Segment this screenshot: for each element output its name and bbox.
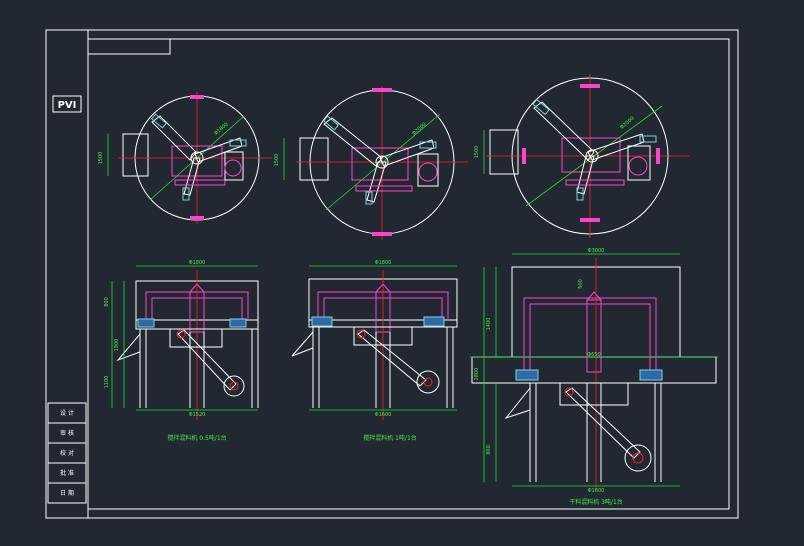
- title-block: 设 计 审 核 校 对 批 准 日 期: [47, 402, 87, 504]
- elev-3-height-label: 2800: [474, 368, 480, 381]
- elev-3-inner-label: Φ650: [587, 352, 600, 358]
- elev-3-bottom-width: Φ1600: [588, 488, 605, 494]
- elev-2-bottom-width: Φ1600: [375, 412, 392, 418]
- plan-2-side-label: 1500: [274, 154, 280, 167]
- elevation-view-1: Φ1800 Φ1520 1900 800 1100 搅拌混料机 0.5吨/1台: [104, 260, 259, 442]
- company-logo: PVI: [52, 95, 82, 113]
- title-block-row-2: 审 核: [60, 429, 74, 437]
- elev-3-upper-label: 1400: [486, 318, 492, 331]
- outer-frame: [45, 29, 739, 519]
- elev-1-lower-label: 1100: [104, 376, 110, 389]
- title-block-row-3: 校 对: [60, 449, 74, 457]
- plan-view-1: 1500 Φ1800: [98, 92, 272, 224]
- elevation-view-2: Φ1800 Φ1600 搅拌混料机 1吨/1台: [291, 260, 458, 442]
- elev-1-top-width: Φ1800: [189, 260, 206, 266]
- elev-2-top-width: Φ1800: [375, 260, 392, 266]
- elevation-view-3: Φ3000 Φ1600 2800 1400 800 500 Φ650 干料混料机…: [470, 248, 718, 506]
- plan-view-2: 1500 Φ2000: [274, 86, 468, 240]
- plan-2-diameter-label: Φ2000: [411, 122, 428, 137]
- elev-3-shaft-label: 500: [578, 279, 584, 289]
- plan-1-side-label: 1500: [98, 152, 104, 165]
- plan-3-side-label: 1500: [474, 146, 480, 159]
- elev-2-caption: 搅拌混料机 1吨/1台: [363, 434, 417, 442]
- elev-3-top-width: Φ3000: [588, 248, 605, 254]
- title-block-row-1: 设 计: [60, 409, 74, 417]
- title-block-row-4: 批 准: [60, 469, 74, 477]
- plan-1-diameter-label: Φ1800: [213, 122, 230, 137]
- plan-3-diameter-label: Φ2000: [619, 116, 636, 131]
- top-title-tab: [87, 38, 171, 55]
- elev-1-caption: 搅拌混料机 0.5吨/1台: [167, 434, 226, 442]
- elev-3-caption: 干料混料机 3吨/1台: [569, 498, 623, 506]
- elev-1-height-label: 1900: [114, 339, 120, 352]
- title-block-row-5: 日 期: [60, 489, 74, 497]
- logo-text: PVI: [58, 100, 77, 111]
- elev-1-upper-label: 800: [104, 297, 110, 307]
- plan-view-3: 1500 Φ2000: [474, 74, 690, 238]
- elev-3-lower-label: 800: [486, 445, 492, 455]
- elev-1-bottom-width: Φ1520: [189, 412, 206, 418]
